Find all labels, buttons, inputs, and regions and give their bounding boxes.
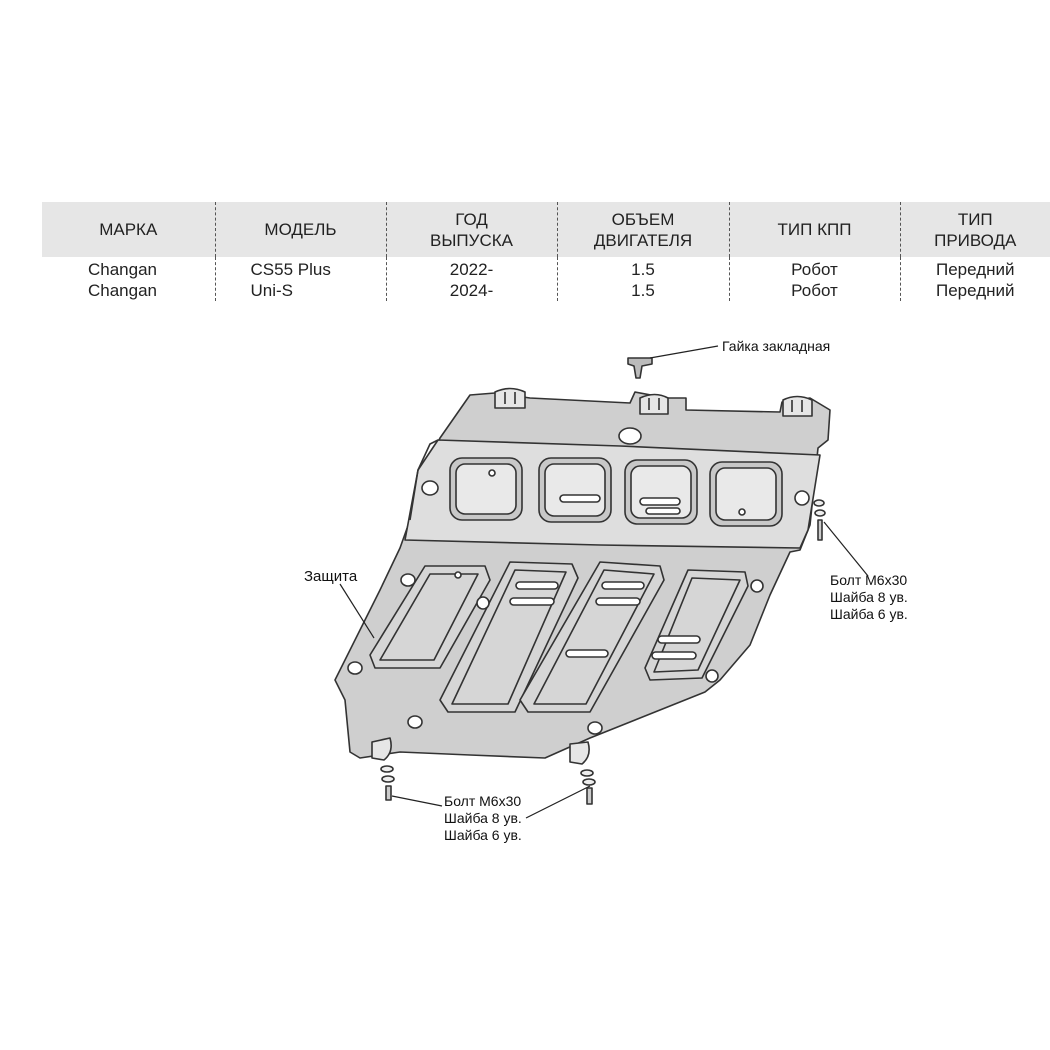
top-tab [494, 387, 526, 409]
band-slot [645, 507, 681, 515]
rib-slot [515, 581, 559, 590]
band-slot [639, 497, 681, 506]
bottom-tab [371, 737, 392, 761]
table-header-row: МАРКА МОДЕЛЬ ГОД ВЫПУСКА ОБЪЕМ ДВИГАТЕЛЯ… [42, 202, 1050, 257]
cell-engine: 1.5 1.5 [556, 257, 729, 301]
header-model: МОДЕЛЬ [214, 202, 386, 257]
table-row: Changan Changan CS55 Plus Uni-S 2022- 20… [42, 257, 1050, 301]
cell-drive: Передний Передний [899, 257, 1050, 301]
mount-hole [347, 661, 363, 675]
rib-slot [601, 581, 645, 590]
band-window-4-inner [715, 467, 777, 521]
mount-hole [794, 490, 810, 506]
cell-brand: Changan Changan [88, 260, 158, 300]
rib-3-inner [533, 569, 655, 705]
rib-slot [657, 635, 701, 644]
label-weld-nut: Гайка закладная [722, 338, 831, 354]
cell-gearbox: Робот Робот [728, 257, 900, 301]
leader-line-bolt-bottom-right [525, 785, 591, 819]
leader-line-nut [649, 345, 719, 359]
rib-slot [565, 649, 609, 658]
rib-1-inner [379, 573, 479, 661]
rib-slot [595, 597, 641, 606]
top-tab-slot [791, 400, 803, 412]
mount-hole [400, 573, 416, 587]
label-bolt-right: Болт М6х30 Шайба 8 ув. Шайба 6 ув. [830, 572, 908, 622]
mount-hole [407, 715, 423, 729]
mount-hole [488, 469, 496, 477]
leader-line-shield [339, 583, 375, 639]
mount-hole [738, 508, 746, 516]
mount-hole [421, 480, 439, 496]
leader-line-bolt-right [823, 521, 869, 577]
header-gearbox: ТИП КПП [728, 202, 900, 257]
band-window-2-inner [544, 463, 606, 517]
bolt-icon [380, 765, 395, 801]
mount-hole [618, 427, 642, 445]
rib-2-inner [451, 569, 567, 705]
rib-slot [651, 651, 697, 660]
cell-model: CS55 Plus Uni-S [214, 257, 386, 301]
cell-year: 2022- 2024- [385, 257, 557, 301]
top-tab [782, 395, 813, 417]
header-brand: МАРКА [42, 202, 215, 257]
mount-hole [476, 596, 490, 610]
top-tab-slot [504, 392, 516, 404]
mount-hole [705, 669, 719, 683]
header-engine: ОБЪЕМ ДВИГАТЕЛЯ [556, 202, 729, 257]
compatibility-table: МАРКА МОДЕЛЬ ГОД ВЫПУСКА ОБЪЕМ ДВИГАТЕЛЯ… [42, 202, 1050, 301]
bolt-icon [580, 769, 596, 805]
bottom-tab [569, 741, 590, 765]
band-slot [559, 494, 601, 503]
label-shield: Защита [304, 568, 358, 585]
header-drive: ТИП ПРИВОДА [899, 202, 1050, 257]
weld-nut-icon [627, 357, 653, 379]
rib-1 [369, 565, 491, 669]
top-tab-slot [648, 398, 660, 410]
rib-slot [509, 597, 555, 606]
mount-hole [750, 579, 764, 593]
top-tab [639, 393, 669, 415]
header-year: ГОД ВЫПУСКА [385, 202, 557, 257]
band-window-1-inner [455, 463, 517, 515]
mount-hole [454, 571, 462, 579]
bolt-icon [813, 499, 826, 541]
leader-line-bolt-bottom-left [391, 795, 443, 807]
mount-hole [587, 721, 603, 735]
band-ridge [409, 439, 439, 521]
label-bolt-bottom: Болт М6х30 Шайба 8 ув. Шайба 6 ув. [444, 793, 522, 843]
